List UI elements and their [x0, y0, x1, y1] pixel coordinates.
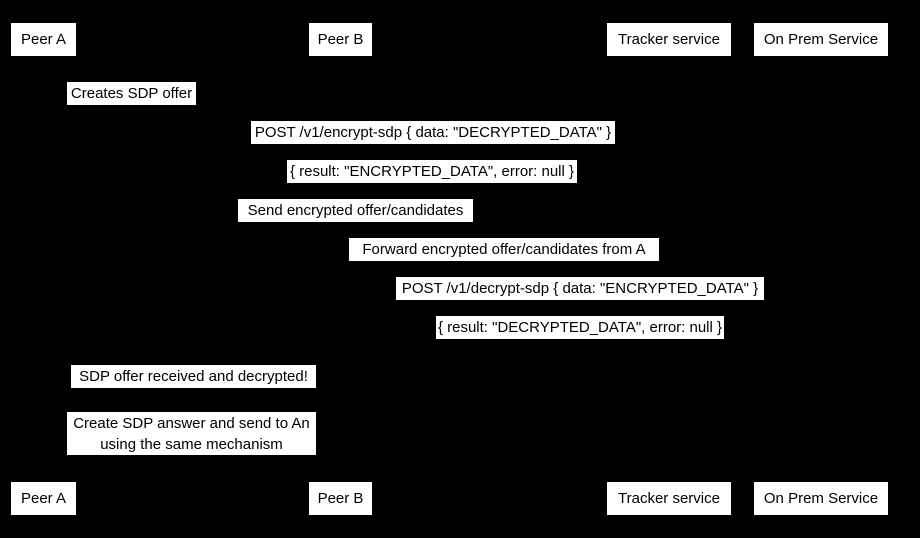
arrow-forward-encrypted-offer	[340, 230, 669, 231]
participant-on-prem-service-bottom[interactable]: On Prem Service	[753, 481, 889, 516]
message-label-send-encrypted-offer: Send encrypted offer/candidates	[238, 199, 473, 222]
arrow-post-encrypt-sdp	[43, 113, 821, 114]
participant-peer-b-bottom[interactable]: Peer B	[308, 481, 373, 516]
participant-on-prem-service-top[interactable]: On Prem Service	[753, 22, 889, 57]
lifeline-on-prem-service	[821, 57, 822, 481]
lifeline-peer-a	[43, 57, 44, 481]
participant-tracker-service-top[interactable]: Tracker service	[606, 22, 732, 57]
message-label-creates-sdp-offer: Creates SDP offer	[67, 82, 196, 105]
arrow-post-decrypt-sdp	[340, 269, 821, 270]
message-label-encrypt-sdp-result: { result: "ENCRYPTED_DATA", error: null …	[287, 160, 577, 183]
participant-tracker-service-bottom[interactable]: Tracker service	[606, 481, 732, 516]
arrow-decrypt-sdp-result	[340, 308, 821, 309]
participant-peer-b-top[interactable]: Peer B	[308, 22, 373, 57]
message-label-sdp-offer-received: SDP offer received and decrypted!	[71, 365, 316, 388]
arrow-send-encrypted-offer	[43, 191, 669, 192]
message-label-forward-encrypted-offer: Forward encrypted offer/candidates from …	[349, 238, 659, 261]
arrow-encrypt-sdp-result	[43, 152, 821, 153]
participant-peer-a-bottom[interactable]: Peer A	[10, 481, 77, 516]
message-label-post-encrypt-sdp: POST /v1/encrypt-sdp { data: "DECRYPTED_…	[251, 121, 615, 144]
message-label-decrypt-sdp-result: { result: "DECRYPTED_DATA", error: null …	[436, 316, 724, 339]
participant-peer-a-top[interactable]: Peer A	[10, 22, 77, 57]
message-label-post-decrypt-sdp: POST /v1/decrypt-sdp { data: "ENCRYPTED_…	[396, 277, 764, 300]
message-label-create-sdp-answer: Create SDP answer and send to An using t…	[67, 412, 316, 455]
